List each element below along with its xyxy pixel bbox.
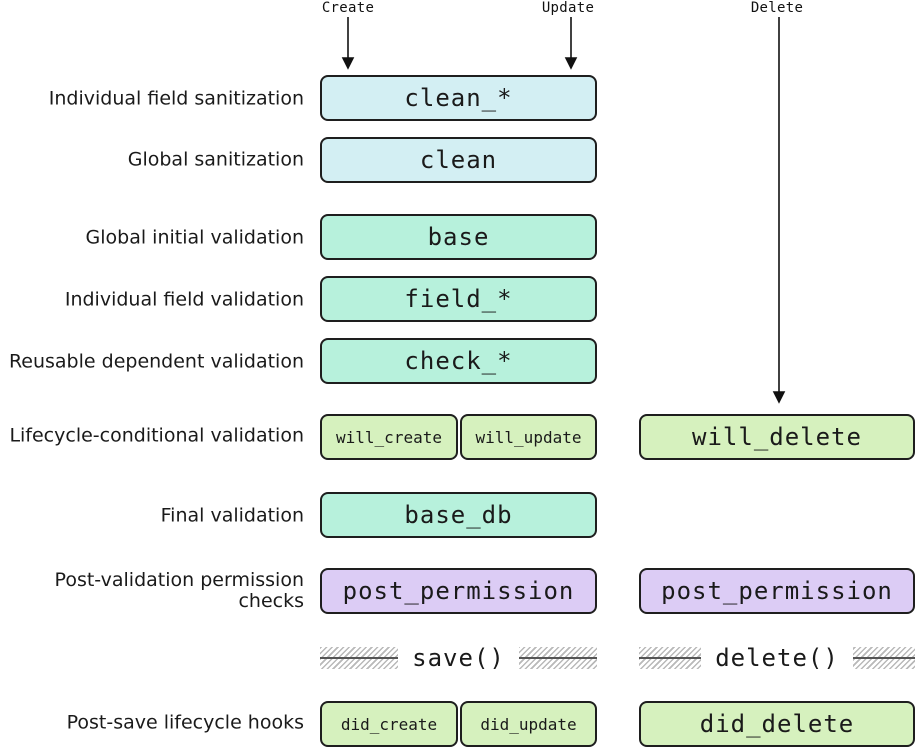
save-divider: save() bbox=[320, 646, 597, 670]
clean-box: clean bbox=[320, 137, 597, 183]
did-create-box: did_create bbox=[320, 701, 458, 747]
delete-arrow-head bbox=[772, 391, 786, 404]
row-label-lifecycle-validation: Lifecycle-conditional validation bbox=[9, 424, 304, 447]
update-column-label: Update bbox=[541, 0, 595, 16]
will-create-box: will_create bbox=[320, 414, 458, 460]
create-column-label: Create bbox=[321, 0, 375, 16]
row-label-post-save-hooks: Post-save lifecycle hooks bbox=[66, 711, 304, 734]
delete-divider: delete() bbox=[639, 646, 915, 670]
row-label-reusable-validation: Reusable dependent validation bbox=[8, 350, 304, 373]
clean-field-box: clean_* bbox=[320, 75, 597, 121]
row-label-post-permission: Post-validation permission checks bbox=[54, 569, 304, 612]
update-arrow-head bbox=[564, 57, 578, 70]
did-delete-box: did_delete bbox=[639, 701, 915, 747]
row-label-final-validation: Final validation bbox=[160, 504, 304, 527]
create-arrow-head bbox=[341, 57, 355, 70]
row-label-global-sanitization: Global sanitization bbox=[127, 148, 304, 171]
did-update-box: did_update bbox=[460, 701, 597, 747]
row-label-field-sanitization: Individual field sanitization bbox=[48, 87, 304, 110]
delete-column-label: Delete bbox=[750, 0, 804, 16]
will-update-box: will_update bbox=[460, 414, 597, 460]
row-label-field-validation: Individual field validation bbox=[64, 288, 304, 311]
delete-label: delete() bbox=[701, 646, 853, 670]
row-label-global-initial-validation: Global initial validation bbox=[85, 226, 304, 249]
delete-post-permission-box: post_permission bbox=[639, 568, 915, 614]
save-label: save() bbox=[398, 646, 519, 670]
post-permission-box: post_permission bbox=[320, 568, 597, 614]
field-box: field_* bbox=[320, 276, 597, 322]
check-box: check_* bbox=[320, 338, 597, 384]
base-db-box: base_db bbox=[320, 492, 597, 538]
base-box: base bbox=[320, 214, 597, 260]
will-delete-box: will_delete bbox=[639, 414, 915, 460]
